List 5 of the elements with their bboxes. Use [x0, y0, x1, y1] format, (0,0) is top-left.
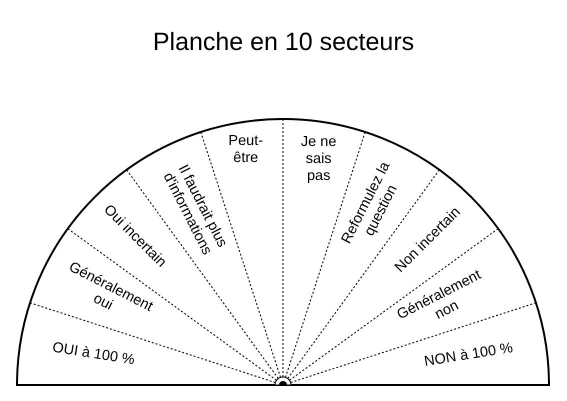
sector-label: Je ne sais pas: [300, 134, 338, 186]
sector-label: OUI à 100 %: [51, 340, 136, 370]
chart-title: Planche en 10 secteurs: [152, 28, 416, 57]
sector-label: Peut-être: [227, 132, 264, 167]
sector-label: NON à 100 %: [423, 340, 514, 371]
